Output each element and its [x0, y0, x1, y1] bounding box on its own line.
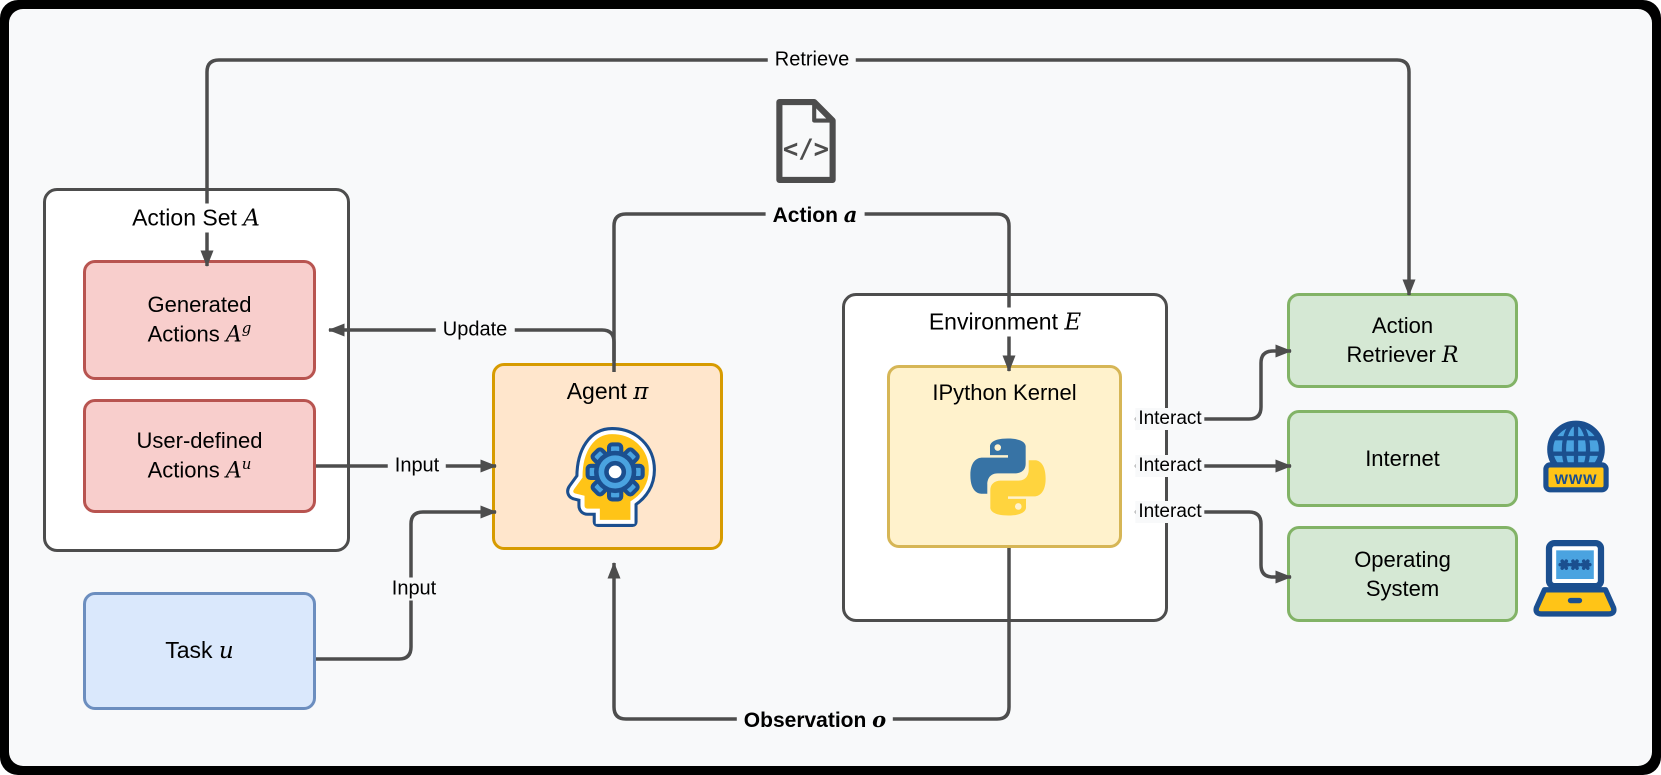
- action-set-title-text: Action Set: [132, 204, 244, 231]
- action-retriever-line1: Action: [1371, 312, 1434, 338]
- svg-text:www: www: [1554, 468, 1598, 488]
- action-retriever-box: [1287, 293, 1518, 388]
- generated-actions-line1: Generated: [147, 292, 252, 318]
- user-defined-line1: User-defined: [136, 428, 263, 454]
- task-box: [83, 592, 316, 710]
- svg-text:</>: </>: [783, 134, 829, 164]
- python-logo-icon: [963, 432, 1053, 527]
- environment-title: Environment E: [921, 307, 1089, 337]
- action-set-title: Action Set A: [125, 203, 267, 233]
- diagram-canvas: Action Set A Generated Actions Ag User-d…: [9, 9, 1652, 766]
- action-set-title-math: A: [243, 205, 260, 232]
- interact-internet-label: Interact: [1135, 455, 1205, 477]
- user-defined-line2: Actions Au: [147, 455, 252, 484]
- generated-actions-line2: Actions Ag: [147, 319, 252, 348]
- interact-retriever-label: Interact: [1135, 408, 1205, 430]
- agent-title: Agent π: [566, 378, 649, 406]
- action-a-label: Action a: [765, 202, 865, 228]
- internet-label: Internet: [1365, 445, 1440, 471]
- action-retriever-line2: Retriever R: [1346, 342, 1459, 368]
- ipython-kernel-box: [887, 365, 1122, 548]
- laptop-password-icon: [1530, 536, 1620, 627]
- code-file-icon: </>: [772, 98, 840, 189]
- head-gear-icon: [557, 426, 659, 533]
- globe-www-icon: www: [1533, 415, 1619, 506]
- interact-os-label: Interact: [1135, 501, 1205, 523]
- input-user-label: Input: [387, 454, 447, 478]
- generated-actions-label: Generated Actions Ag: [83, 260, 316, 380]
- agent-box: [492, 363, 723, 550]
- operating-system-label: Operating System: [1287, 526, 1518, 622]
- internet-box: [1287, 410, 1518, 507]
- operating-system-line1: Operating: [1354, 546, 1451, 572]
- user-defined-actions-label: User-defined Actions Au: [83, 399, 316, 513]
- retrieve-label: Retrieve: [767, 48, 857, 72]
- operating-system-box: [1287, 526, 1518, 622]
- operating-system-line2: System: [1365, 576, 1440, 601]
- observation-label: Observation o: [736, 707, 894, 733]
- update-label: Update: [435, 318, 515, 342]
- ipython-kernel-title: IPython Kernel: [932, 380, 1077, 406]
- action-retriever-label: Action Retriever R: [1287, 293, 1518, 388]
- asterisk-symbols: [1558, 559, 1592, 570]
- input-task-label: Input: [384, 577, 444, 601]
- task-label: Task u: [165, 637, 234, 665]
- user-defined-actions-box: [83, 399, 316, 513]
